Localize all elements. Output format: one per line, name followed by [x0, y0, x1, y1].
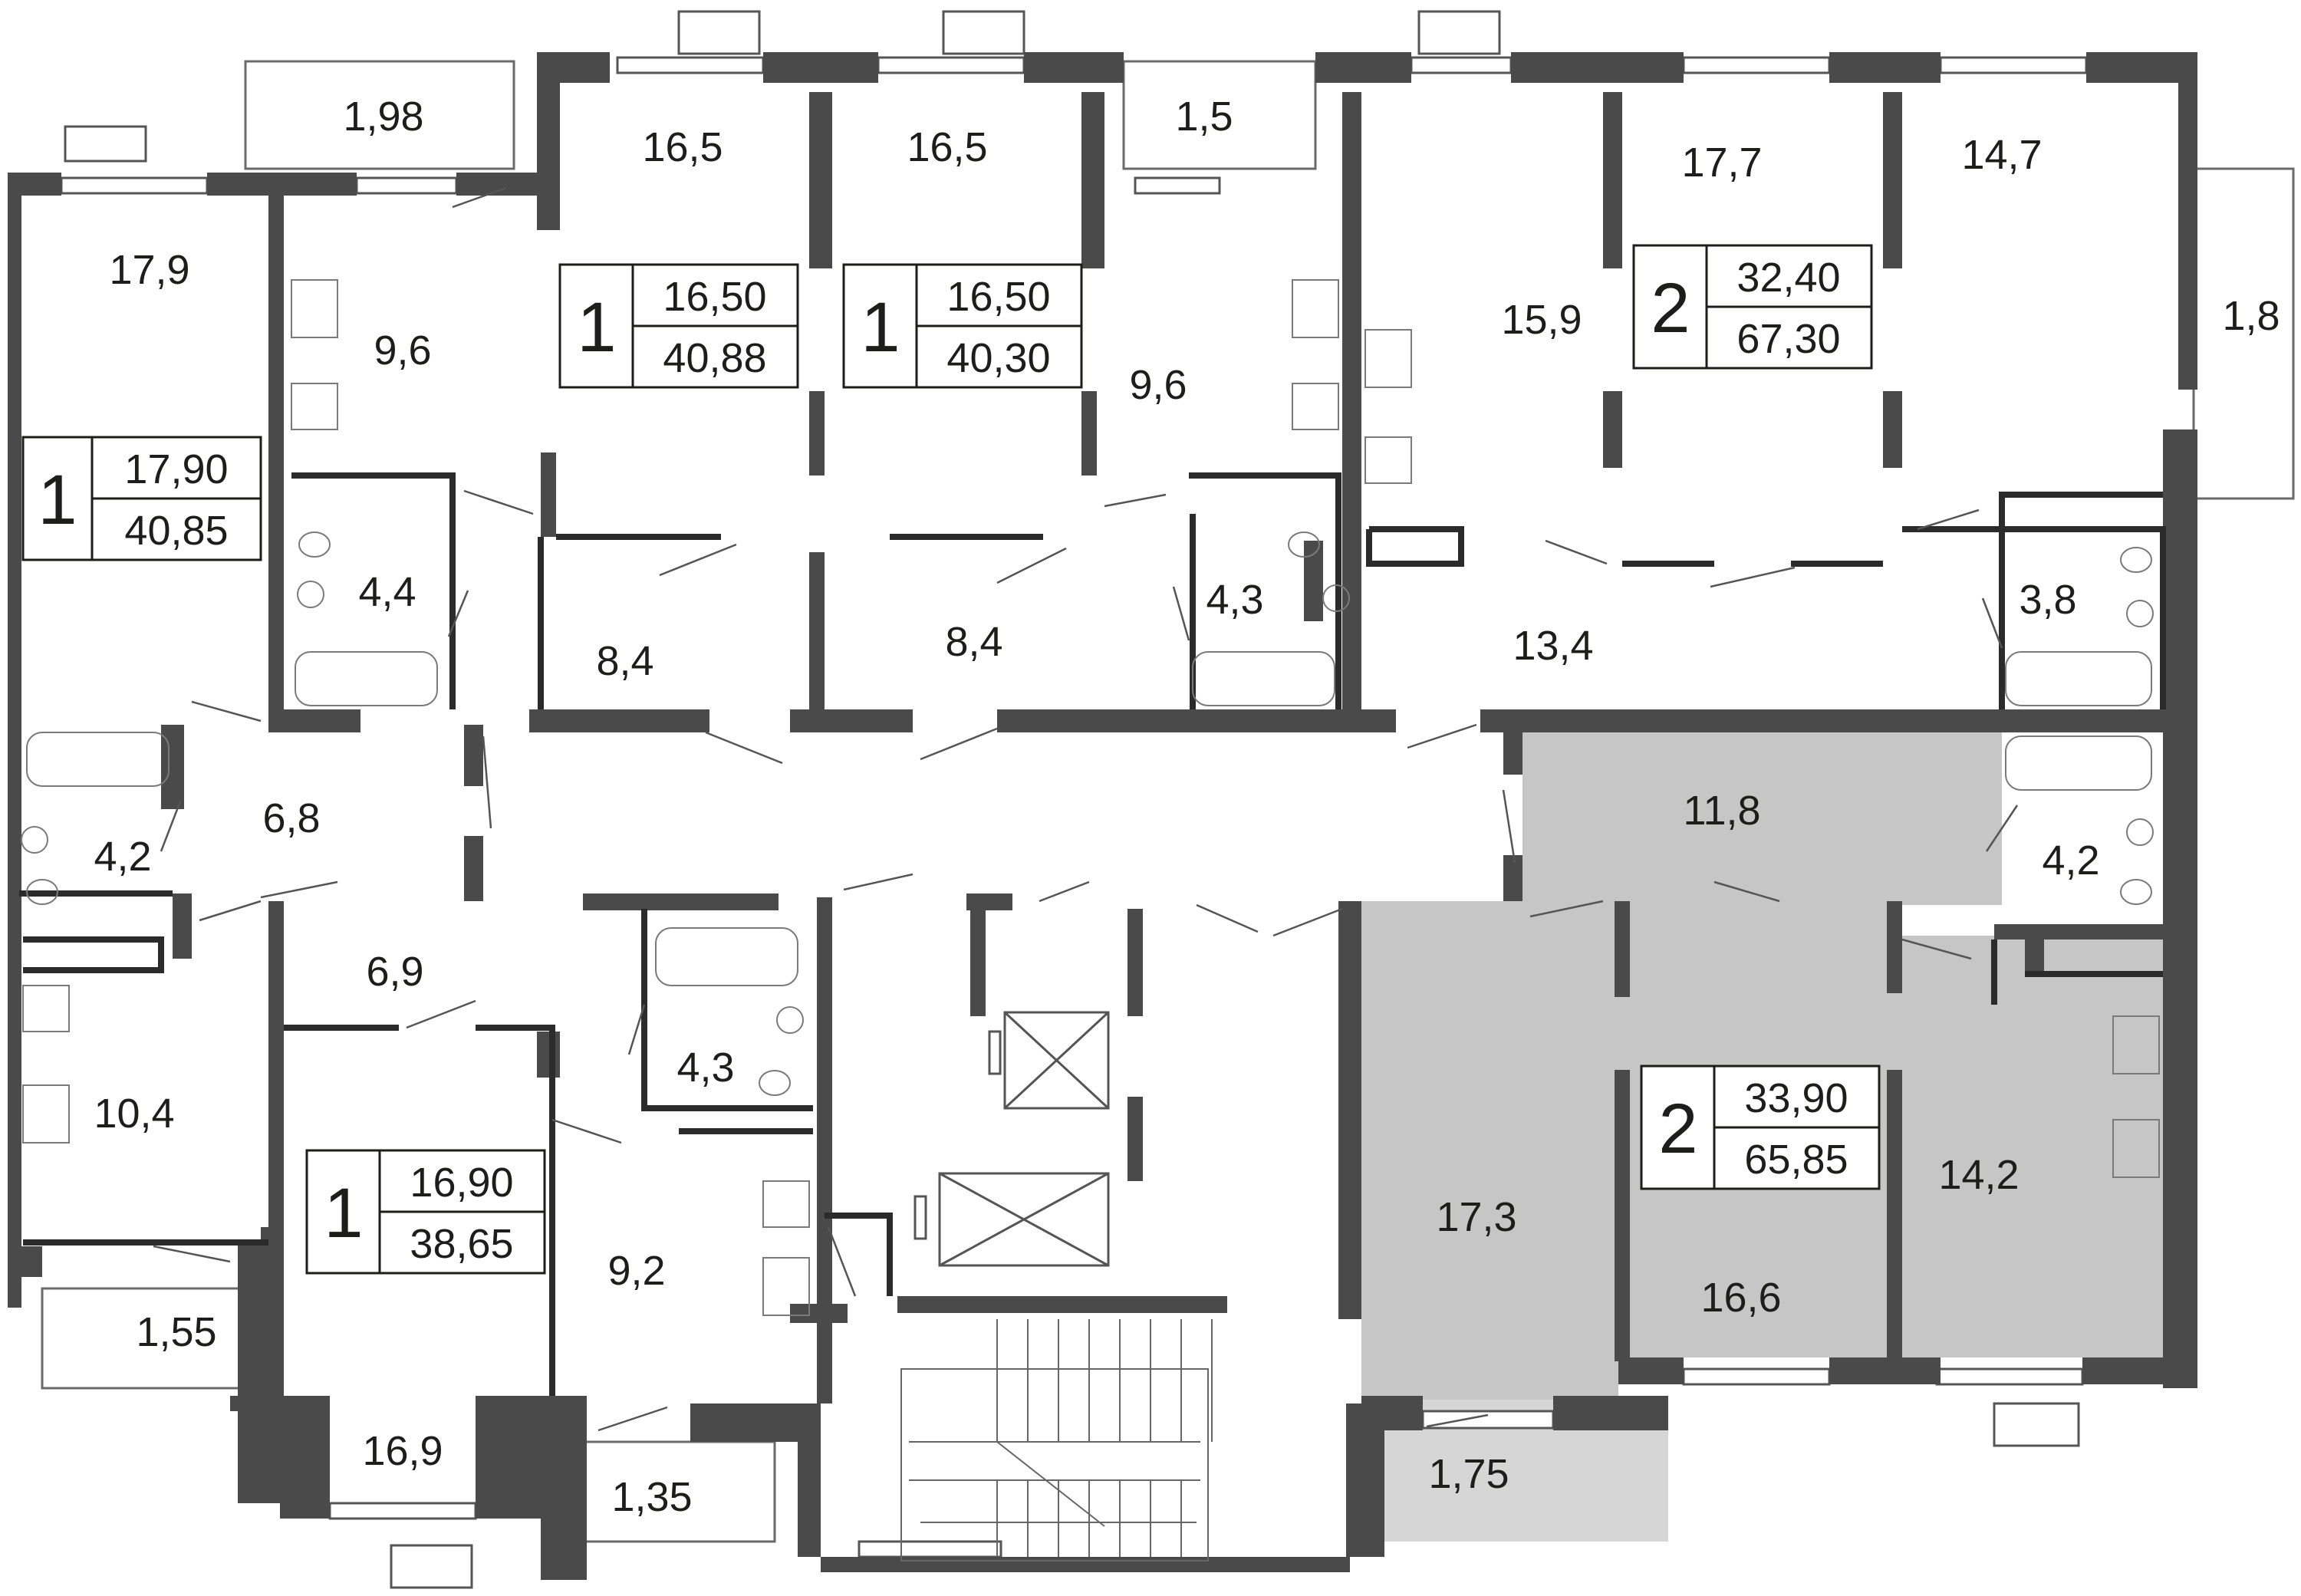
room-label: 10,4: [94, 1091, 174, 1137]
balconies: [41, 60, 2295, 1543]
door-swings: [153, 186, 2019, 1432]
room-label: 17,3: [1436, 1194, 1516, 1240]
room-label: 17,7: [1681, 140, 1762, 186]
apartment-rooms: 1: [324, 1174, 363, 1252]
apartment-rooms: 1: [577, 288, 616, 367]
apartment-rooms: 2: [1658, 1090, 1697, 1168]
apartment-box: 1 16,90 38,65: [305, 1149, 546, 1275]
room-label: 1,5: [1175, 94, 1233, 140]
apartment-total-area: 40,85: [124, 508, 228, 554]
room-labels: 1,98 16,5 16,5 1,5 17,7 14,7 17,9 9,6 15…: [94, 94, 2280, 1520]
apartment-living-area: 32,40: [1736, 255, 1840, 301]
room-label: 8,4: [596, 638, 653, 684]
room-label: 13,4: [1513, 623, 1593, 669]
elevators: [913, 1011, 1110, 1267]
apartment-rooms: 1: [38, 461, 77, 539]
room-label: 4,3: [1206, 577, 1263, 623]
room-label: 15,9: [1501, 297, 1582, 343]
room-label: 17,9: [109, 247, 189, 293]
apartment-living-area: 16,50: [946, 274, 1050, 320]
apartment-box: 1 16,50 40,30: [842, 263, 1083, 389]
fixtures: [21, 279, 2160, 1316]
room-label: 6,8: [262, 795, 320, 841]
room-label: 16,9: [362, 1428, 443, 1474]
windows: [60, 10, 2088, 1589]
walls: [8, 52, 2197, 1580]
apartment-total-area: 67,30: [1736, 316, 1840, 362]
room-label: 3,8: [2019, 577, 2076, 623]
apartment-box: 1 17,90 40,85: [21, 436, 262, 561]
staircase: [900, 1319, 1213, 1561]
apartment-box: 2 32,40 67,30: [1632, 244, 1873, 370]
apartment-living-area: 16,90: [410, 1160, 513, 1206]
room-label: 14,7: [1961, 132, 2042, 178]
apartment-total-area: 65,85: [1744, 1137, 1848, 1183]
apartment-total-area: 40,30: [946, 335, 1050, 381]
room-label: 1,98: [343, 94, 423, 140]
room-label: 1,75: [1428, 1451, 1509, 1497]
room-label: 16,5: [642, 124, 723, 170]
highlighted-apartment: [1361, 729, 2182, 1542]
apartment-box: 1 16,50 40,88: [558, 263, 799, 389]
room-label: 16,6: [1700, 1275, 1781, 1321]
apartment-rooms: 2: [1651, 269, 1690, 347]
room-label: 9,6: [1129, 362, 1187, 408]
apartment-living-area: 16,50: [663, 274, 766, 320]
room-label: 9,6: [374, 327, 431, 373]
room-label: 1,55: [136, 1309, 216, 1355]
room-label: 16,5: [907, 124, 987, 170]
room-label: 11,8: [1683, 788, 1760, 834]
partitions: [19, 472, 2166, 1396]
apartment-living-area: 33,90: [1744, 1075, 1848, 1121]
room-label: 4,3: [676, 1045, 734, 1091]
room-label: 4,2: [94, 834, 151, 880]
apartment-total-area: 38,65: [410, 1221, 513, 1267]
room-label: 4,4: [358, 569, 416, 615]
room-label: 14,2: [1938, 1152, 2019, 1198]
room-label: 6,9: [366, 949, 423, 995]
apartment-box: 2 33,90 65,85: [1640, 1065, 1881, 1190]
room-label: 1,8: [2222, 293, 2280, 339]
apartment-total-area: 40,88: [663, 335, 766, 381]
apartment-living-area: 17,90: [124, 446, 228, 492]
room-label: 9,2: [607, 1248, 665, 1294]
apartment-rooms: 1: [861, 288, 900, 367]
room-label: 8,4: [945, 619, 1002, 665]
room-label: 4,2: [2042, 837, 2099, 884]
room-label: 1,35: [611, 1474, 692, 1520]
